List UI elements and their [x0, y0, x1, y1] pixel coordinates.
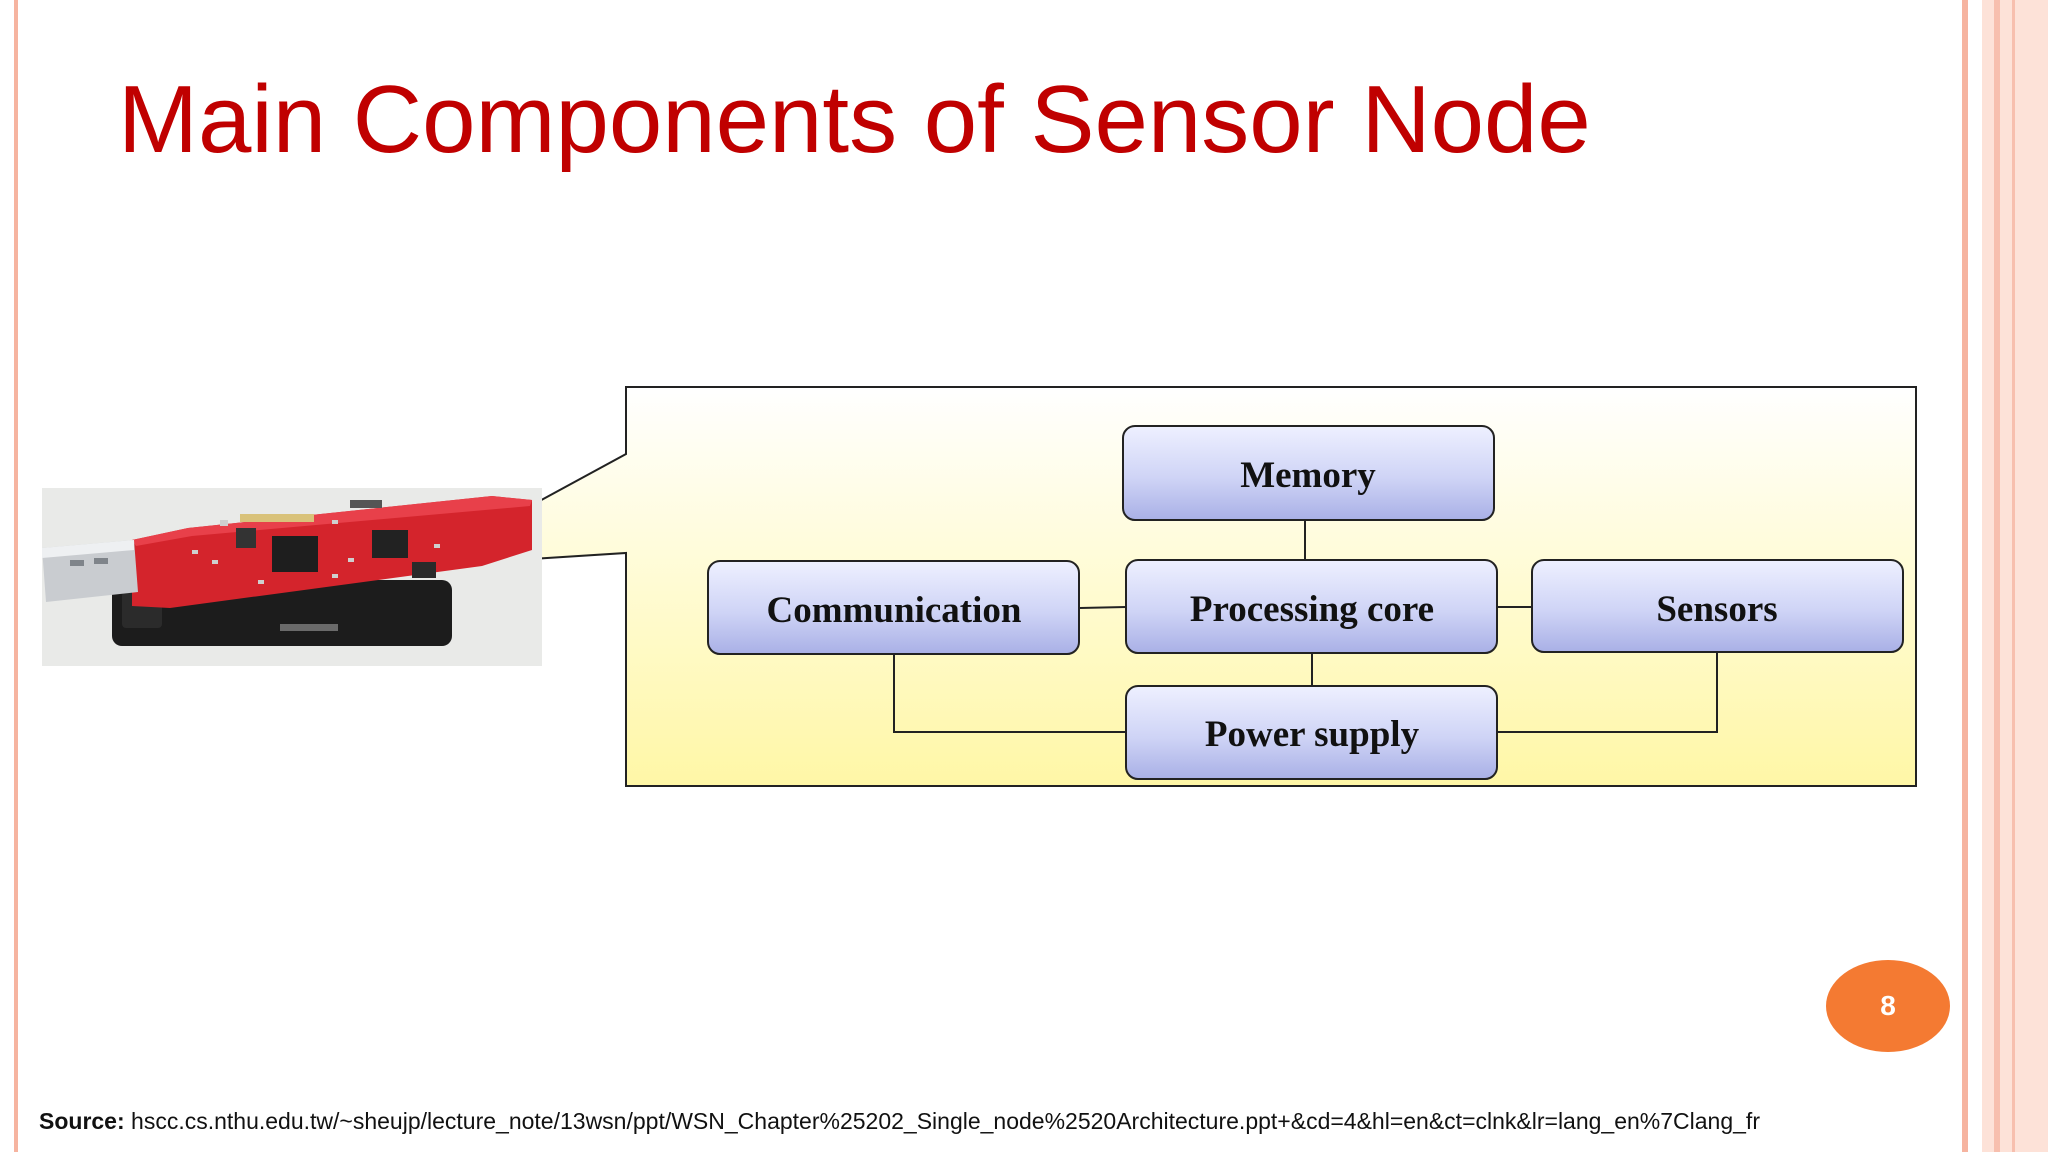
communication-label: Communication [767, 590, 1022, 631]
sensors-box: Sensors [1531, 559, 1904, 653]
communication-box: Communication [707, 560, 1080, 655]
slide-title: Main Components of Sensor Node [118, 66, 1591, 173]
slide-right-stripe-thin [2012, 0, 2015, 1152]
source-text: hscc.cs.nthu.edu.tw/~sheujp/lecture_note… [131, 1108, 1760, 1134]
slide-left-border [14, 0, 18, 1152]
slide-right-stripe [1994, 0, 2000, 1152]
processing-core-label: Processing core [1190, 589, 1434, 630]
power-supply-box: Power supply [1125, 685, 1498, 780]
memory-box: Memory [1122, 425, 1495, 521]
sensor-node-device-image [42, 488, 542, 666]
source-label: Source: [39, 1108, 125, 1134]
connector-lines [893, 520, 1718, 733]
slide-right-band [1982, 0, 2048, 1152]
page-number-badge: 8 [1826, 960, 1950, 1052]
processing-core-box: Processing core [1125, 559, 1498, 654]
memory-label: Memory [1240, 455, 1376, 496]
sensors-label: Sensors [1656, 589, 1777, 630]
power-supply-label: Power supply [1205, 714, 1420, 755]
source-citation: Source: hscc.cs.nthu.edu.tw/~sheujp/lect… [39, 1108, 1760, 1135]
slide-right-border [1962, 0, 1968, 1152]
